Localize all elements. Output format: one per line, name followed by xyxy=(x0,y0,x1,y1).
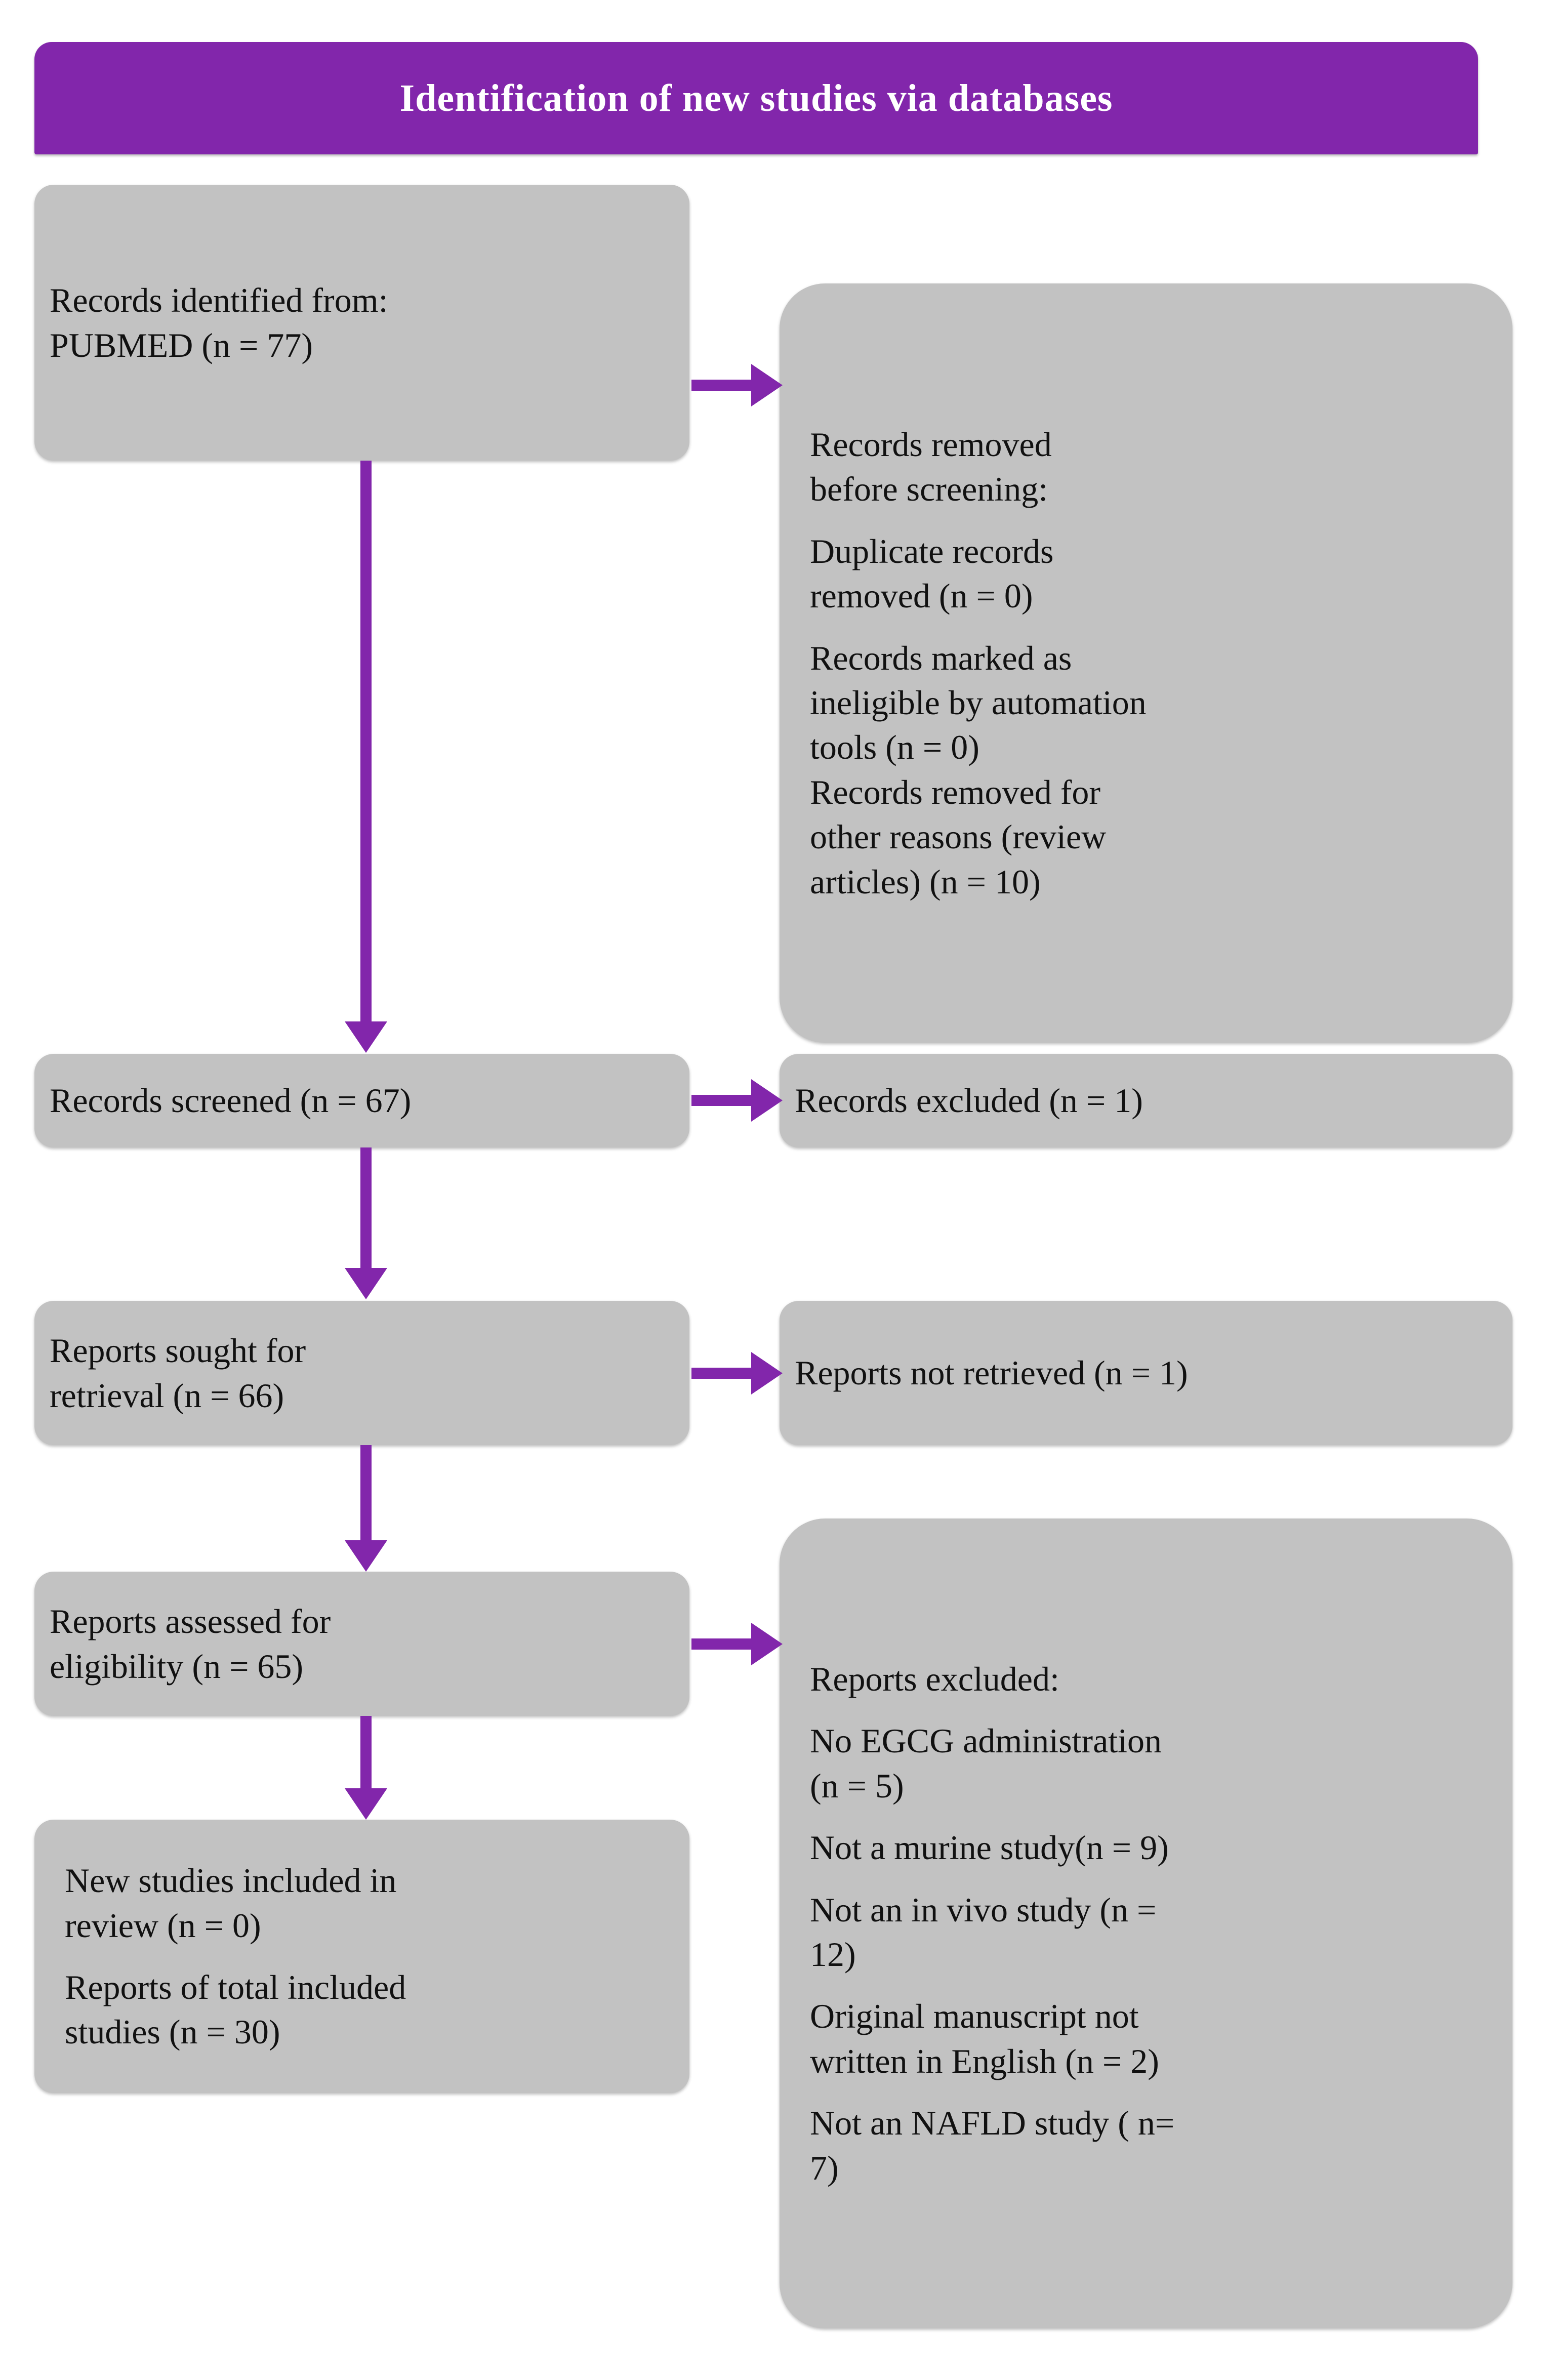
node-records-identified-text: Records identified from: PUBMED (n = 77) xyxy=(50,281,388,364)
node-reports-assessed-text: Reports assessed for eligibility (n = 65… xyxy=(50,1602,331,1686)
arrow-sought-to-assessed-head xyxy=(345,1540,387,1572)
arrow-sought-to-notretrieved-stem xyxy=(691,1368,754,1379)
arrow-screened-to-sought-stem xyxy=(360,1147,372,1274)
node-records-excluded: Records excluded (n = 1) xyxy=(780,1054,1513,1147)
node-reports-excluded-heading: Reports excluded: xyxy=(810,1660,1059,1699)
node-reports-not-retrieved-text: Reports not retrieved (n = 1) xyxy=(795,1353,1188,1392)
node-reports-sought-text: Reports sought for retrieval (n = 66) xyxy=(50,1331,306,1415)
node-new-studies-included-text: New studies included in review (n = 0) xyxy=(65,1861,397,1945)
node-reports-excluded-reasons: Reports excluded: No EGCG administration… xyxy=(780,1519,1513,2328)
node-reason-not-nafld: Not an NAFLD study ( n= 7) xyxy=(810,2104,1175,2187)
arrow-screened-to-excluded-stem xyxy=(691,1095,754,1106)
node-removed-heading: Records removed before screening: xyxy=(810,425,1052,509)
arrow-identified-to-removed-stem xyxy=(691,380,754,391)
arrow-assessed-to-excluded-stem xyxy=(691,1638,754,1650)
node-records-screened-text: Records screened (n = 67) xyxy=(50,1081,412,1120)
node-reason-not-english: Original manuscript not written in Engli… xyxy=(810,1997,1159,2080)
arrow-identified-to-removed-head xyxy=(751,364,783,406)
node-removed-other: Records marked as ineligible by automati… xyxy=(810,638,1147,901)
arrow-identified-to-screened-stem xyxy=(360,461,372,1028)
node-reports-not-retrieved: Reports not retrieved (n = 1) xyxy=(780,1301,1513,1445)
diagram-title: Identification of new studies via databa… xyxy=(399,76,1113,119)
arrow-screened-to-sought-head xyxy=(345,1268,387,1299)
diagram-header-banner: Identification of new studies via databa… xyxy=(34,42,1478,154)
arrow-assessed-to-excluded-head xyxy=(751,1623,783,1665)
arrow-assessed-to-included-head xyxy=(345,1788,387,1820)
node-removed-duplicates: Duplicate records removed (n = 0) xyxy=(810,531,1054,615)
arrow-sought-to-assessed-stem xyxy=(360,1445,372,1546)
arrow-sought-to-notretrieved-head xyxy=(751,1352,783,1394)
node-records-excluded-text: Records excluded (n = 1) xyxy=(795,1081,1143,1120)
arrow-assessed-to-included-stem xyxy=(360,1716,372,1794)
node-reports-assessed: Reports assessed for eligibility (n = 65… xyxy=(34,1572,689,1716)
node-records-removed-before-screening: Records removed before screening: Duplic… xyxy=(780,283,1513,1043)
node-reason-not-murine: Not a murine study(n = 9) xyxy=(810,1828,1169,1867)
node-reason-no-egcg: No EGCG administration (n = 5) xyxy=(810,1721,1162,1805)
node-reports-sought: Reports sought for retrieval (n = 66) xyxy=(34,1301,689,1445)
node-studies-included: New studies included in review (n = 0) R… xyxy=(34,1820,689,2093)
arrow-identified-to-screened-head xyxy=(345,1021,387,1053)
node-reason-not-in-vivo: Not an in vivo study (n = 12) xyxy=(810,1890,1157,1974)
arrow-screened-to-excluded-head xyxy=(751,1079,783,1122)
node-reports-total-included-text: Reports of total included studies (n = 3… xyxy=(65,1968,406,2051)
node-records-identified: Records identified from: PUBMED (n = 77) xyxy=(34,185,689,461)
node-records-screened: Records screened (n = 67) xyxy=(34,1054,689,1147)
